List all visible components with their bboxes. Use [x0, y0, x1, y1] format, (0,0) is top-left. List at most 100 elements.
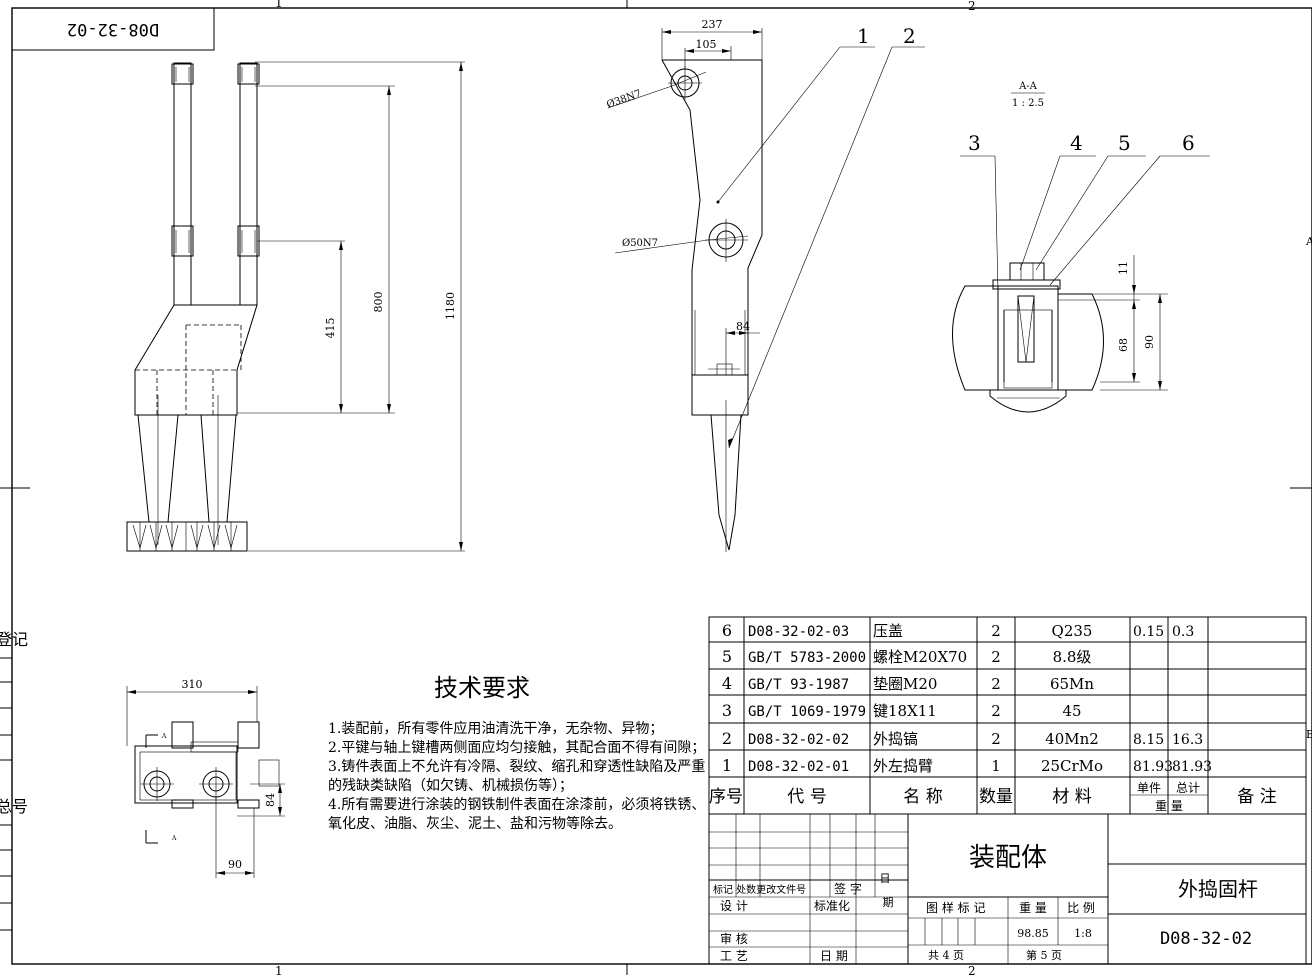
bom-cell-qty: 2: [991, 702, 1001, 720]
tech-requirement-line: 1.装配前，所有零件应用油清洗干净，无杂物、异物；: [328, 720, 663, 737]
bom-cell-material: 25CrMo: [1041, 757, 1103, 775]
bom-cell-material: 65Mn: [1050, 675, 1094, 693]
bom-cell-code: GB/T 5783-2000: [748, 650, 866, 666]
section-mark: A: [171, 835, 177, 842]
bom-cell-code: GB/T 93-1987: [748, 677, 849, 693]
tb-craft: 工 艺: [720, 949, 748, 963]
tb-page: 第 5 页: [1026, 948, 1062, 962]
bom-header-material: 材 料: [1052, 787, 1091, 807]
section-title: A-A: [1018, 81, 1038, 92]
sheet-frame: [11, 7, 1312, 965]
tb-weight-label: 重 量: [1019, 901, 1047, 915]
margin-label: 登记: [0, 630, 28, 649]
zone-label: 2: [968, 0, 976, 13]
balloon-4: 4: [1070, 131, 1083, 155]
top-view: A A 310 84 90: [126, 678, 285, 878]
bom-header-remark: 备 注: [1237, 787, 1276, 807]
section-mark: A: [161, 733, 167, 740]
bom-cell-code: GB/T 1069-1979: [748, 704, 866, 720]
tb-date3: 日 期: [820, 949, 848, 963]
bom-cell-name: 外捣镐: [873, 730, 918, 748]
title-block: 装配体 外捣固杆 D08-32-02 标记 处数更改文件号 签 字 日 期 设 …: [708, 813, 1307, 965]
bom-cell-no: 1: [722, 756, 732, 775]
assembly-name: 装配体: [969, 843, 1047, 873]
dim-1180: 1180: [444, 292, 457, 320]
bom-header-code: 代 号: [787, 787, 826, 807]
front-view: 415 800 1180: [126, 61, 465, 552]
bom-cell-qty: 2: [991, 622, 1001, 640]
bom-cell-name: 键18X11: [873, 702, 937, 720]
tech-requirement-line: 氧化皮、油脂、灰尘、泥土、盐和污物等除去。: [328, 815, 622, 832]
bom-cell-qty: 1: [991, 757, 1001, 775]
zone-label: 1: [275, 0, 283, 10]
bom-cell-material: 8.8级: [1053, 648, 1092, 666]
tb-date: 日: [880, 872, 891, 885]
bom-cell-name: 外左捣臂: [873, 757, 933, 775]
bom-cell-code: D08-32-02-01: [748, 759, 849, 775]
balloon-1: 1: [857, 24, 870, 48]
dim-84: 84: [736, 320, 750, 333]
tech-requirement-line: 2.平键与轴上键槽两侧面应均匀接触，其配合面不得有间隙；: [328, 739, 705, 756]
bom-cell-name: 垫圈M20: [873, 675, 937, 693]
dim-11: 11: [1117, 261, 1130, 275]
dim-310: 310: [182, 678, 203, 691]
bom-cell-total: 0.3: [1172, 624, 1194, 640]
drawing-number-box: D08-32-02: [11, 7, 215, 51]
bom-cell-code: D08-32-02-03: [748, 624, 849, 640]
balloon-5: 5: [1118, 131, 1131, 155]
balloon-2: 2: [903, 24, 916, 48]
tech-requirement-line: 4.所有需要进行涂装的钢铁制件表面在涂漆前，必须将铁锈、: [328, 796, 705, 813]
bom-cell-qty: 2: [991, 648, 1001, 666]
tb-weight: 98.85: [1017, 927, 1049, 940]
dim-415: 415: [324, 318, 337, 339]
bom-header-qty: 数量: [979, 787, 1013, 807]
bom-header: 序号 代 号 名 称 数量 材 料 单件 总计 重 量 备 注: [709, 781, 1277, 813]
bom-cell-unit: 81.93: [1133, 759, 1173, 775]
bom-header-unit: 单件: [1137, 781, 1161, 795]
dim-84: 84: [264, 793, 277, 807]
tech-requirement-line: 3.铸件表面上不允许有冷隔、裂纹、缩孔和穿透性缺陷及严重: [328, 759, 705, 775]
tech-requirements: 技术要求 1.装配前，所有零件应用油清洗干净，无杂物、异物； 2.平键与轴上键槽…: [328, 674, 705, 832]
dim-105: 105: [696, 38, 717, 51]
bom-cell-qty: 2: [991, 675, 1001, 693]
bom-cell-unit: 0.15: [1133, 624, 1164, 640]
tb-mark-label: 标记 处数更改文件号: [713, 883, 806, 896]
left-margin-box: 登记 总号: [0, 630, 28, 931]
dim-d38: Ø38N7: [605, 88, 643, 111]
zone-label: 2: [968, 964, 976, 975]
balloon-6: 6: [1182, 131, 1195, 155]
tb-total-pages: 共 4 页: [928, 949, 964, 962]
zone-label: A: [1305, 235, 1312, 248]
tb-standard: 标准化: [814, 899, 850, 913]
section-scale: 1 : 2.5: [1012, 98, 1044, 109]
zone-label: B: [1306, 728, 1312, 741]
bom-cell-no: 5: [722, 647, 732, 666]
bom-header-weight: 重 量: [1155, 799, 1183, 813]
tech-requirement-line: 的残缺类缺陷（如欠铸、机械损伤等）；: [328, 777, 573, 794]
bom-cell-total: 16.3: [1172, 732, 1203, 748]
bom-cell-material: 40Mn2: [1045, 730, 1099, 748]
bom-cell-code: D08-32-02-02: [748, 732, 849, 748]
bom-cell-name: 压盖: [873, 622, 903, 640]
tech-requirements-title: 技术要求: [434, 674, 530, 702]
bom-header-name: 名 称: [903, 787, 942, 807]
tb-scale-label: 比 例: [1067, 901, 1095, 915]
tb-scale: 1:8: [1074, 927, 1092, 940]
tb-review: 审 核: [720, 931, 748, 946]
bom-table: [708, 616, 1307, 815]
dim-90: 90: [1143, 335, 1156, 349]
side-view: 237 105 Ø38N7 Ø50N7 84 1 2: [605, 18, 925, 552]
bom-cell-no: 6: [722, 621, 732, 640]
zone-label: 1: [275, 964, 283, 975]
bom-cell-total: 81.93: [1172, 759, 1212, 775]
drawing-number-mirrored: D08-32-02: [67, 19, 159, 39]
bom-cell-unit: 8.15: [1133, 732, 1164, 748]
tb-design: 设 计: [720, 899, 748, 913]
bom-cell-material: 45: [1062, 702, 1081, 720]
bom-header-no: 序号: [709, 787, 743, 807]
